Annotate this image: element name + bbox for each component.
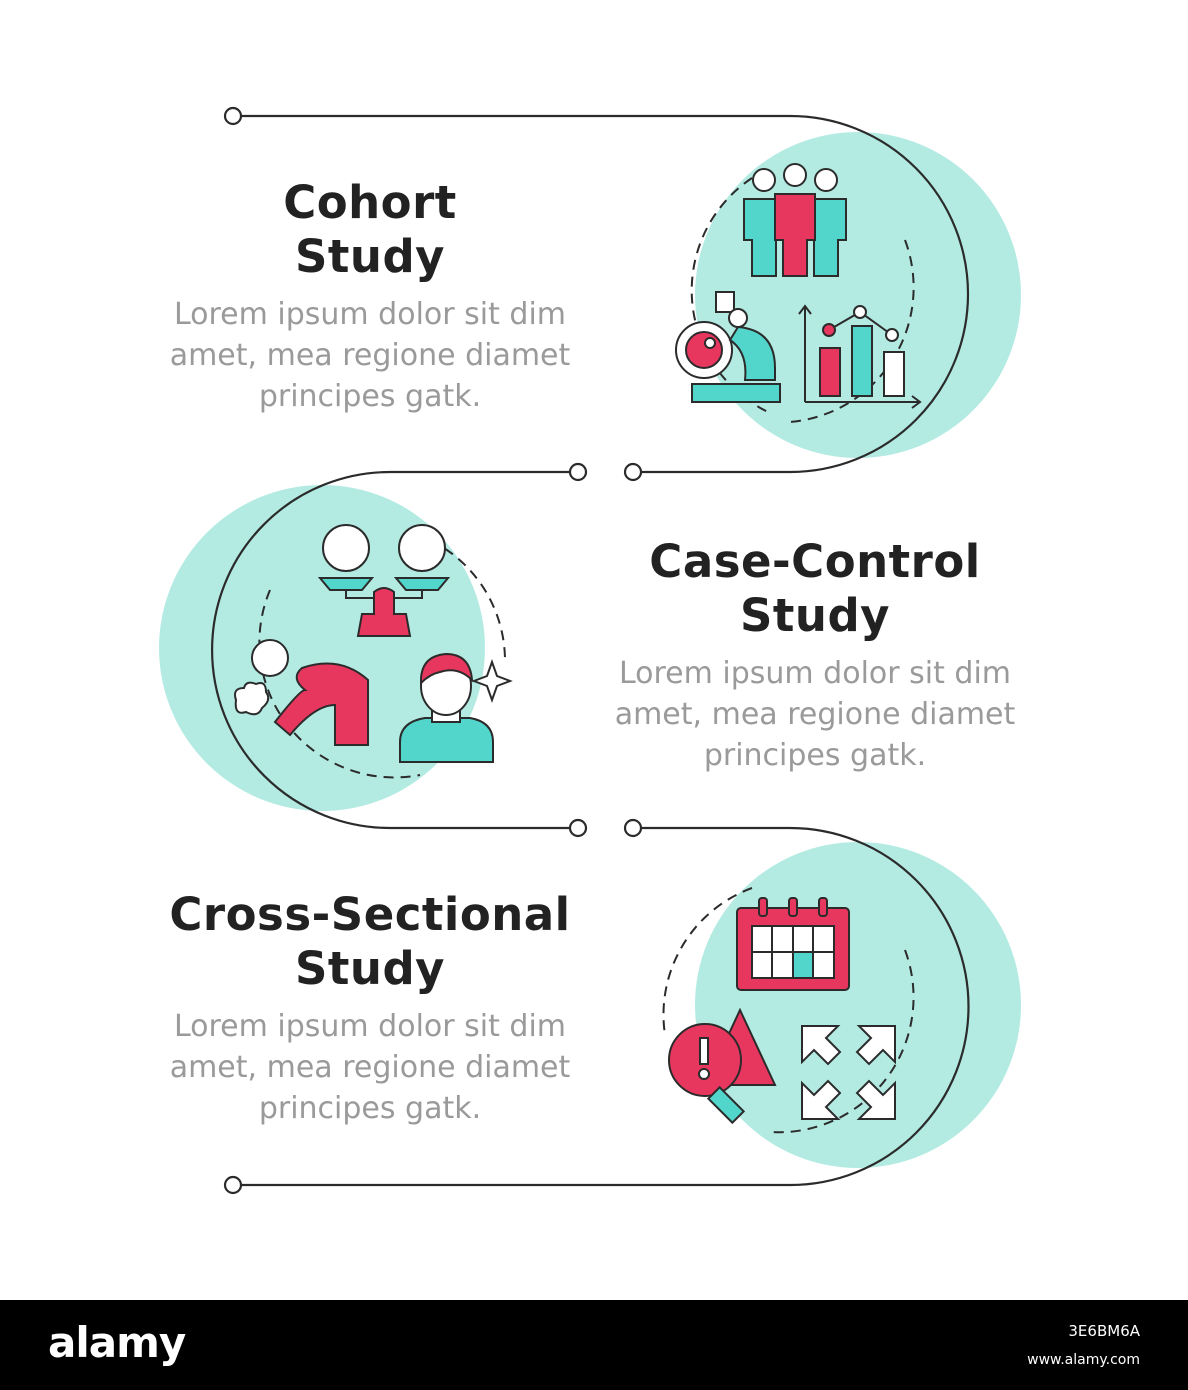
step-title: Cross-Sectional Study: [140, 888, 600, 996]
step-case-control: Case-Control Study Lorem ipsum dolor sit…: [585, 535, 1045, 776]
step-title: Cohort Study: [140, 176, 600, 284]
connector-line: [210, 114, 970, 1187]
description-line: Lorem ipsum dolor sit dim: [173, 297, 567, 332]
infographic-canvas: [159, 106, 1021, 1195]
calendar-icon: [736, 897, 850, 991]
title-line: Cross-Sectional: [169, 888, 571, 941]
title-line: Case-Control: [649, 535, 981, 588]
step-cohort: Cohort Study Lorem ipsum dolor sit dim a…: [140, 176, 600, 417]
footer-bar: alamy 3E6BM6A www.alamy.com: [0, 1300, 1188, 1390]
bar-chart-icon: [798, 304, 922, 409]
description-line: principes gatk.: [258, 1091, 482, 1126]
footer-url: www.alamy.com: [1027, 1352, 1140, 1368]
warning-magnifier-icon: [668, 1007, 777, 1125]
step-description: Lorem ipsum dolor sit dim amet, mea regi…: [140, 1006, 600, 1129]
people-group-icon: [743, 163, 847, 277]
description-line: principes gatk.: [703, 738, 927, 773]
step-description: Lorem ipsum dolor sit dim amet, mea regi…: [585, 653, 1045, 776]
description-line: amet, mea regione diamet: [169, 1050, 571, 1085]
step1-bg-circle: [695, 132, 1021, 458]
title-line: Study: [739, 589, 890, 642]
step-cross-sectional: Cross-Sectional Study Lorem ipsum dolor …: [140, 888, 600, 1129]
expand-arrows-icon: [801, 1025, 896, 1120]
description-line: Lorem ipsum dolor sit dim: [173, 1009, 567, 1044]
title-line: Study: [294, 230, 445, 283]
healthy-person-icon: [399, 652, 513, 763]
microscope-icon: [675, 291, 781, 403]
alamy-logo: alamy: [48, 1318, 186, 1367]
balance-scale-icon: [317, 524, 451, 637]
sick-person-icon: [234, 639, 369, 746]
connector-nodes: [223, 106, 643, 1195]
description-line: amet, mea regione diamet: [169, 338, 571, 373]
description-line: Lorem ipsum dolor sit dim: [618, 656, 1012, 691]
title-line: Study: [294, 942, 445, 995]
step-description: Lorem ipsum dolor sit dim amet, mea regi…: [140, 294, 600, 417]
step-title: Case-Control Study: [585, 535, 1045, 643]
description-line: principes gatk.: [258, 379, 482, 414]
description-line: amet, mea regione diamet: [614, 697, 1016, 732]
title-line: Cohort: [283, 176, 457, 229]
image-id: 3E6BM6A: [1068, 1322, 1140, 1340]
